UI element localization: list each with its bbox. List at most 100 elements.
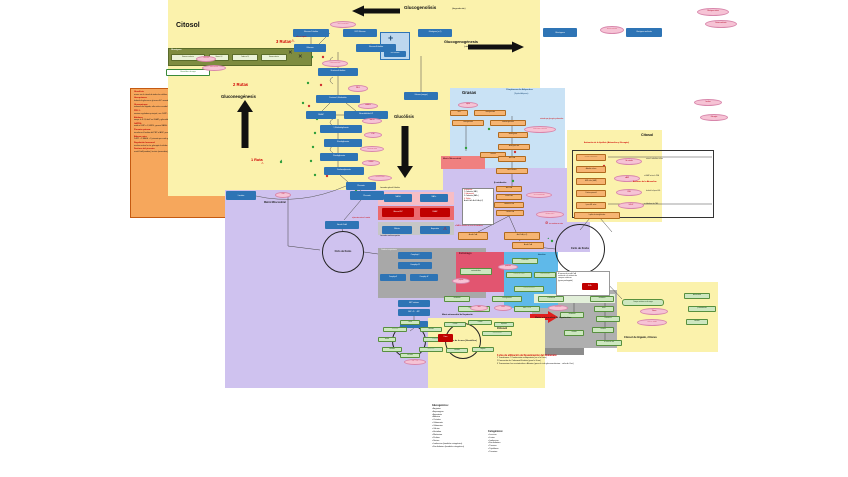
oval-enzima-ramificante: Enzima ramificante xyxy=(600,26,624,34)
oval-ldh: LDH xyxy=(275,192,291,198)
node-arginina: Arginina xyxy=(472,347,494,352)
node-udp-glucosa-plus: UDP-Glucosa xyxy=(384,51,406,57)
ketogenesis-note-line: El exceso de acetil-CoA xyxy=(558,273,576,275)
node-succinato: Succinato xyxy=(400,353,420,358)
krebs-cycle-circle: Ciclo de Krebs xyxy=(322,231,364,273)
warning-icon-2: ⚠ xyxy=(443,226,448,231)
label-citosol-higado: Citosol de Hígado, riñones xyxy=(624,336,657,339)
note-heading: Glucólisis: xyxy=(134,91,145,93)
label-gluconeogenesis: Gluconeogénesis xyxy=(221,94,256,99)
note-heading: Balance neto: xyxy=(134,135,148,138)
label-nota-tag: se hidrolizan los TAG xyxy=(644,204,659,205)
node-lactato: Lactato xyxy=(226,191,256,200)
oval-acil-coa-dh: Acil-CoA deshidrogenasa xyxy=(526,192,552,198)
node-acido-graso-libre: Ácido graso libre xyxy=(498,144,530,150)
oval-aldolasa: Aldolasa xyxy=(358,103,378,109)
warning-icon-1: ⚠ xyxy=(291,38,295,43)
amino-acid-item: ▪ Isoleucina (también cetogénica) xyxy=(432,443,463,446)
label-beta-oxidacion: β-oxidación xyxy=(494,182,507,184)
amino-acid-item: ▪ Serina xyxy=(432,440,440,443)
deamination-note-line: 1 Transformar l' Oxalacetato en Aspartat… xyxy=(497,357,547,360)
label-cadena-respiratoria: Cadena respiratoria xyxy=(381,249,397,251)
hepatocyte-matrix-tab xyxy=(540,348,584,355)
note-body: isoforma del hígado; sólo actúa cuando l… xyxy=(134,106,185,109)
oval-tiolasa: Tiolasa xyxy=(640,308,668,315)
amino-acid-item: ▪ Aspartato xyxy=(432,413,442,416)
glucogenic-amino-acids-list: Glucogénicos: ▪ Arginina▪ Asparagina▪ As… xyxy=(432,404,464,449)
node-ornitina-hep: Ornitina xyxy=(564,330,584,336)
label-solo-higado: sólo en hígado xyxy=(296,37,307,38)
note-block: Regulación hormonal:insulina activa la v… xyxy=(134,142,256,147)
amino-acid-item: ▪ Arginina xyxy=(432,407,441,410)
node-dhap-shuttle: DHAP xyxy=(420,208,450,217)
node-acil-carnitina: Acil-carnitina xyxy=(496,168,528,174)
note-heading: Glucoquinasa: xyxy=(134,103,148,106)
node-piruvato-mito: Piruvato xyxy=(350,191,384,200)
note-block: Aldolasa:rompe la F-1,6-bisP en DHAP y g… xyxy=(134,117,256,122)
ketogenesis-note-line: cuerpos cetónicos xyxy=(558,277,572,280)
oval-pfk1: PFK-1 xyxy=(348,85,368,92)
label-intestino: Intestino xyxy=(538,254,546,256)
matriz-mito-band-small xyxy=(441,156,485,169)
amino-acid-item: ▪ Triptófano xyxy=(488,448,499,451)
amino-acid-item: ▪ Fenilalanina xyxy=(488,442,501,445)
note-block: Balance neto:2 ATP + 2 NADH + 2 piruvato… xyxy=(134,136,256,141)
label-2-rutas: 2 Rutas xyxy=(233,82,249,87)
oval-udp-pirofosforilasa: UDP-G pirofosforilasa xyxy=(330,21,356,28)
node-complejo-iii: Complejo III xyxy=(398,262,432,269)
node-hsl-activa: Lipasa HSL activa xyxy=(576,202,606,209)
node-malato-krebs: Malato xyxy=(378,337,396,342)
oval-desramificante: Desramificante xyxy=(202,65,226,71)
deamination-note-line: 2 Formación de Carbamoil-Fosfato (para l… xyxy=(497,360,541,363)
label-lanzadera-glicerol: Lanzadera glicerol-3-fosfato xyxy=(380,188,400,189)
node-13-bpg: 1,3-bisfosfoglicerato xyxy=(320,125,362,133)
node-acil-coa: Acil-CoA xyxy=(498,156,526,162)
yellow-urea-panel xyxy=(428,318,545,388)
note-heading: Regulación hormonal: xyxy=(134,142,156,144)
amino-acid-item: ▪ Treonina xyxy=(488,451,498,454)
node-acetil-coa: Acetil-CoA xyxy=(325,221,359,229)
oval-pka: PKA xyxy=(616,189,642,196)
label-3-rutas: 3 Rutas xyxy=(276,39,292,44)
krebs-cycle-circle-2: Ciclo de Krebs xyxy=(555,224,605,274)
label-glucolisis: Glucólisis xyxy=(394,114,415,119)
note-heading: PFK-1: xyxy=(134,110,141,113)
node-diacilglicerido: Diacilglicérido xyxy=(452,120,484,126)
label-acciones-adrenalina: Acciones de la Adrenalina xyxy=(633,181,657,183)
amino-acid-item: ▪ Alanina xyxy=(432,416,441,419)
note-block: Piruvato quinasa:transfiere el fosfato d… xyxy=(134,129,256,134)
node-fructosa-16-bisfosfato: Fructosa-1,6-bisfosfato xyxy=(316,95,360,103)
node-acetil-coa-betaox: Acetil-CoA xyxy=(458,232,488,240)
node-receptor-beta: Receptor β-adrenérgico xyxy=(576,154,606,161)
warning-icon-3: ⚠ xyxy=(261,161,264,165)
beta-ox-step: Acetil-CoA + Acil-CoA (n-2) xyxy=(464,200,484,202)
amino-acid-item: ▪ Fenilalanina (también cetogénica) xyxy=(432,446,465,448)
node-proteinas-propias: Proteínas propias xyxy=(534,272,556,278)
label-degradacion: (degradación) xyxy=(452,8,466,10)
note-body: oxida el G3P a 1,3-BPG; genera NADH. xyxy=(134,125,168,128)
oval-lipasa: Lipasa xyxy=(458,102,478,108)
oval-hsl: Lipasa sensible a hormonas xyxy=(524,126,556,133)
node-adenilato-ciclasa: Adenilato ciclasa xyxy=(576,166,606,173)
node-acido-graso: Ácido graso xyxy=(498,132,528,138)
node-atp-sintasa: ATP sintasa xyxy=(398,300,430,307)
node-glucosa-6-fosfato: Glucosa-6-fosfato xyxy=(356,44,396,52)
oval-enolasa: Enolasa xyxy=(362,160,380,166)
ketogenesis-note-line: se desvía a la síntesis de xyxy=(558,275,577,278)
node-al-ciclo-urea: al ciclo de la urea xyxy=(596,340,622,346)
node-nad: NAD+ xyxy=(420,194,448,202)
plus-icon: + xyxy=(388,33,394,43)
node-glicerol-3p-shuttle: Glicerol-3-P xyxy=(382,208,414,217)
node-lipolisis: Lipólisis de triacilglicéridos xyxy=(574,212,620,219)
note-body: ocurre en el citosol de todas las célula… xyxy=(134,93,194,96)
oval-insulina: Insulina xyxy=(694,99,722,106)
node-piruvato: Piruvato xyxy=(346,182,376,190)
blocked-icon: ⊘ xyxy=(545,220,549,225)
node-udp-glucosa: UDP-Glucosa xyxy=(343,29,377,37)
deamination-note-line: 3 Transaminar los α-cetoácidos a Alanina… xyxy=(497,363,574,366)
note-block: GAPDH:oxida el G3P a 1,3-BPG; genera NAD… xyxy=(134,123,256,128)
label-nota-hsl: fosforila la lipasa HSL xyxy=(646,191,661,192)
beta-oxidation-steps-table: β-oxidación:1. Oxidación (FAD)2. Hidrata… xyxy=(462,188,494,225)
beta-ox-step: 3. Oxidación (NAD+) xyxy=(464,196,479,198)
